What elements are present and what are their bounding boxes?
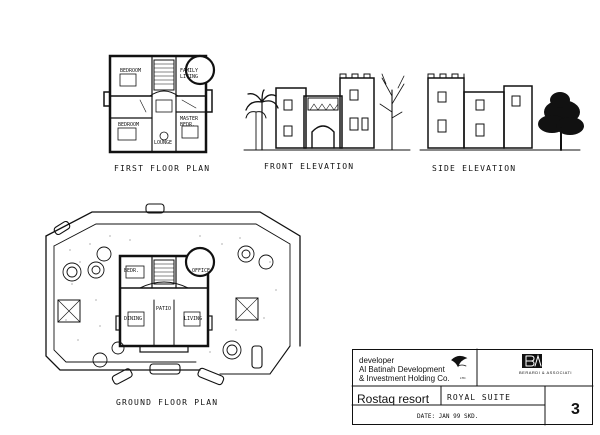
room-label: PATIO <box>156 306 172 312</box>
room-label: BEDROOM <box>120 68 142 74</box>
room-label: LIVING <box>184 316 203 322</box>
front-elevation <box>243 73 411 151</box>
developer-ltd: LTD. <box>460 376 467 380</box>
first-floor-plan-label: FIRST FLOOR PLAN <box>114 164 211 173</box>
sheet-number: 3 <box>571 401 580 418</box>
developer-label: developer <box>359 356 395 365</box>
first-floor-plan <box>103 54 216 154</box>
firm-name: BERARDI & ASSOCIATI <box>519 370 572 375</box>
front-elevation-label: FRONT ELEVATION <box>264 162 355 171</box>
side-elevation-label: SIDE ELEVATION <box>432 164 517 173</box>
suite-name: ROYAL SUITE <box>447 393 511 402</box>
ground-floor-plan <box>45 203 301 386</box>
title-block: developer Al Batinah Development & Inves… <box>352 349 593 425</box>
room-label: LOUNGE <box>154 140 173 146</box>
side-elevation <box>419 73 584 151</box>
developer-name: Al Batinah Development <box>359 365 445 374</box>
drawing-date: DATE: JAN 99 SKD. <box>417 413 479 420</box>
title-block-frame <box>351 348 594 426</box>
room-label: BEDROOM <box>118 122 140 128</box>
firm-logo <box>522 354 542 368</box>
project-name: Rostaq resort <box>357 392 430 406</box>
ground-floor-plan-label: GROUND FLOOR PLAN <box>116 398 219 407</box>
room-label: DINING <box>124 316 143 322</box>
developer-logo <box>451 355 468 368</box>
room-label: FAMILY LIVING <box>180 68 199 80</box>
developer-name-line2: & Investment Holding Co. <box>359 374 450 383</box>
room-label: BEDR. <box>124 268 140 274</box>
room-label: MASTER BEDR. <box>180 116 199 128</box>
room-label: OFFICE <box>192 268 211 274</box>
